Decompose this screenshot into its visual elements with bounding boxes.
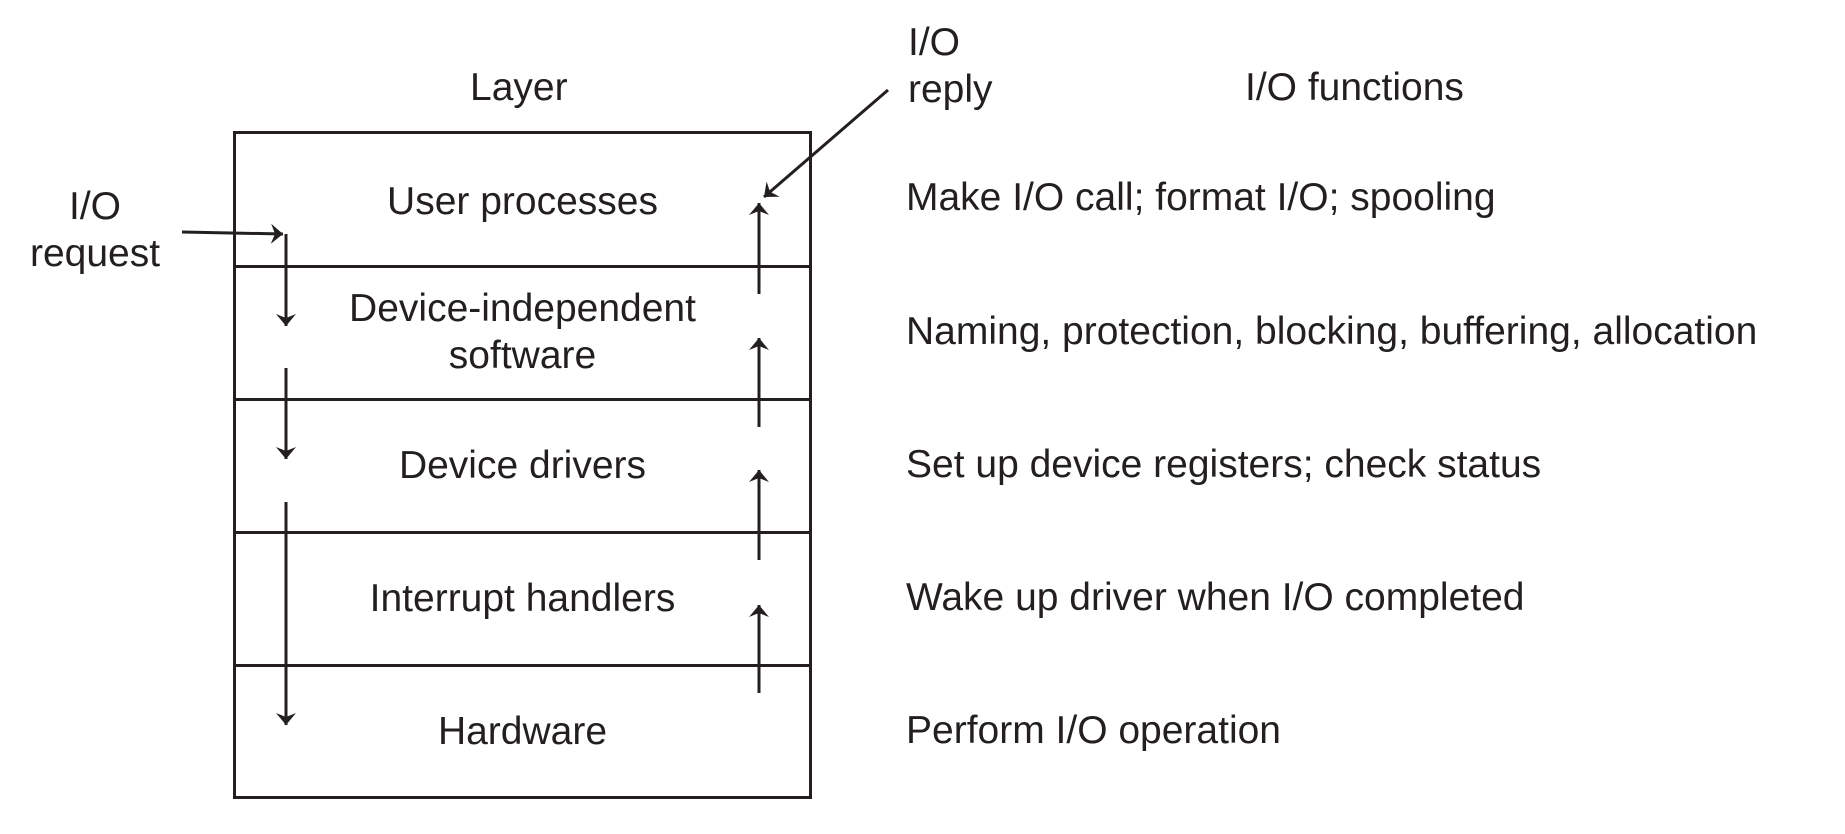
- layer-header: Layer: [470, 66, 568, 109]
- io-reply-label: I/O reply: [908, 21, 993, 111]
- layer-label: Device-independent software: [349, 287, 696, 377]
- layer-label: User processes: [387, 179, 658, 223]
- io-request-label: I/O request: [29, 185, 161, 275]
- function-user-processes: Make I/O call; format I/O; spooling: [906, 176, 1496, 219]
- function-device-independent: Naming, protection, blocking, buffering,…: [906, 310, 1758, 353]
- layer-stack: User processes Device-independent softwa…: [233, 131, 812, 799]
- function-device-drivers: Set up device registers; check status: [906, 443, 1542, 486]
- layer-row-device-independent: Device-independent software: [236, 265, 809, 402]
- layer-label: Interrupt handlers: [369, 576, 676, 620]
- layer-label: Hardware: [437, 709, 608, 753]
- layer-row-user-processes: User processes: [236, 134, 809, 268]
- layer-row-interrupt-handlers: Interrupt handlers: [236, 531, 809, 668]
- layer-label: Device drivers: [398, 443, 647, 487]
- function-interrupt-handlers: Wake up driver when I/O completed: [906, 576, 1525, 619]
- function-hardware: Perform I/O operation: [906, 709, 1281, 752]
- layer-row-device-drivers: Device drivers: [236, 398, 809, 535]
- io-functions-header: I/O functions: [1245, 66, 1464, 109]
- layer-row-hardware: Hardware: [236, 664, 809, 801]
